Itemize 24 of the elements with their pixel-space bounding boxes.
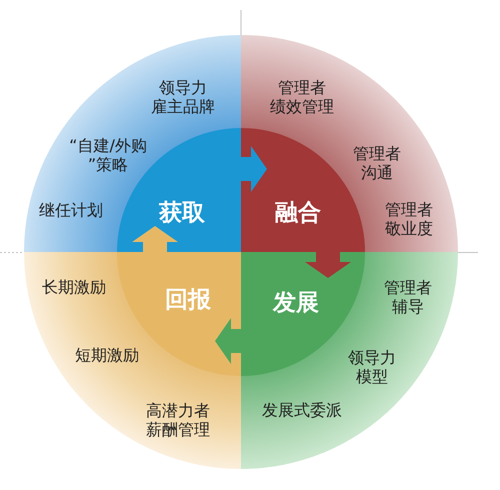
block-arrow xyxy=(215,318,241,364)
topic-label: 领导力雇主品牌 xyxy=(151,78,215,116)
block-arrow xyxy=(305,252,351,278)
topic-label: 管理者绩效管理 xyxy=(270,78,334,116)
topic-label: 管理者沟通 xyxy=(353,144,401,182)
topic-label: 领导力模型 xyxy=(348,348,396,386)
stage-label: 获取 xyxy=(159,200,205,226)
block-arrow xyxy=(132,226,178,252)
topic-label: 继任计划 xyxy=(39,200,103,220)
stage-label: 发展 xyxy=(273,290,319,316)
stage-label: 回报 xyxy=(165,287,211,313)
topic-label: 管理者辅导 xyxy=(384,278,432,316)
stage-label: 融合 xyxy=(275,200,321,226)
ring-quadrant xyxy=(241,252,458,469)
topic-label: 发展式委派 xyxy=(262,400,342,420)
ring-quadrant xyxy=(241,35,458,252)
topic-label: “自建/外购”策略 xyxy=(69,136,147,174)
topic-label: 高潜力者薪酬管理 xyxy=(146,401,210,439)
block-arrow xyxy=(241,146,267,192)
ring-quadrant xyxy=(24,252,241,469)
topic-label: 管理者敬业度 xyxy=(385,200,433,238)
topic-label: 长期激励 xyxy=(42,278,106,296)
ring-quadrant xyxy=(24,35,241,252)
topic-label: 短期激励 xyxy=(75,346,139,364)
